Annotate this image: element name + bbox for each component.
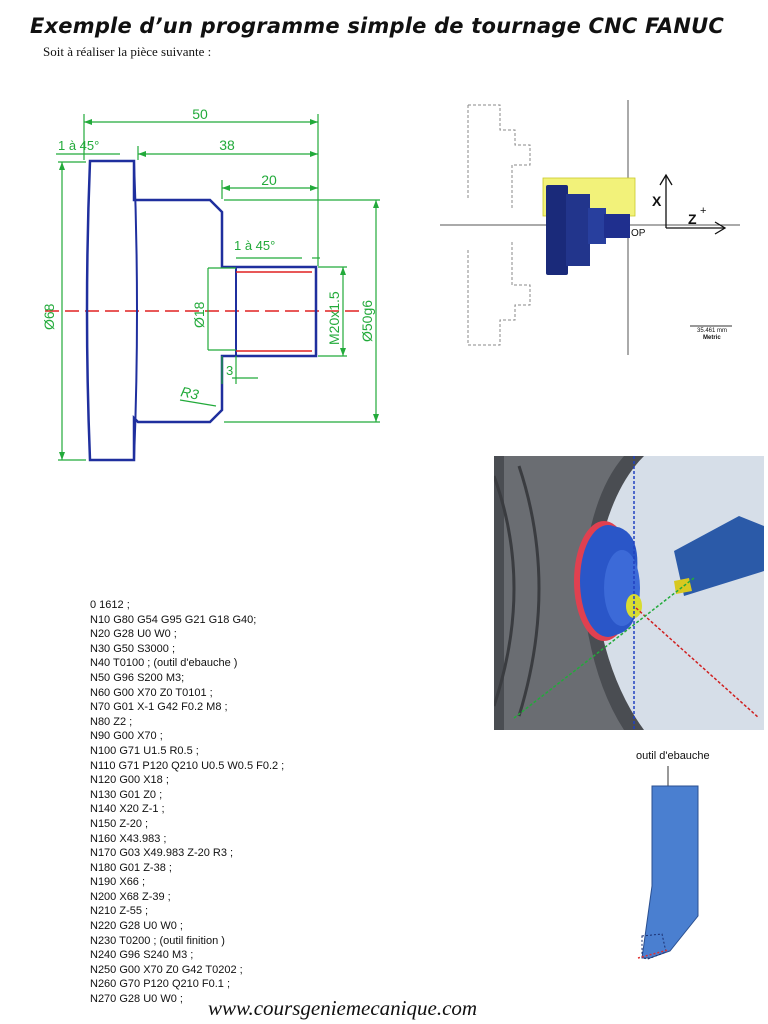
machined-part: [574, 521, 642, 641]
program-line: N260 G70 P120 Q210 F0.1 ;: [90, 978, 231, 991]
program-line: N130 G01 Z0 ;: [90, 788, 163, 801]
program-line: N60 G00 X70 Z0 T0101 ;: [90, 686, 213, 699]
origin-label: OP: [631, 228, 646, 239]
dim-dia18: Ø18: [191, 301, 207, 328]
sim-part: [546, 185, 630, 275]
program-line: N20 G28 U0 W0 ;: [90, 628, 177, 641]
part-outline: [85, 159, 318, 462]
dim-20: 20: [261, 172, 277, 188]
program-line: N210 Z-55 ;: [90, 905, 149, 918]
program-line: N10 G80 G54 G95 G21 G18 G40;: [90, 613, 257, 626]
dim-3: 3: [226, 363, 233, 378]
program-line: N200 X68 Z-39 ;: [90, 890, 171, 903]
chuck-jaws: [467, 104, 531, 346]
axis-z-label: Z: [688, 211, 697, 227]
tool-holder: [674, 516, 764, 596]
dimension-lines: [56, 114, 380, 461]
roughing-tool-drawing: [637, 766, 699, 960]
scale-value: 35.461 mm: [697, 328, 727, 334]
program-line: N250 G00 X70 Z0 G42 T0202 ;: [90, 963, 243, 976]
cam-simulation-view: X Z + OP 35.461 mm Metric: [440, 100, 740, 355]
axis-x-line: [513, 577, 695, 719]
dim-38: 38: [219, 137, 235, 153]
dim-r3: R3: [179, 383, 200, 402]
program-line: N80 Z2 ;: [90, 715, 133, 728]
program-line: N220 G28 U0 W0 ;: [90, 920, 183, 933]
dim-chamfer-top: 1 à 45°: [58, 138, 99, 153]
program-line: N120 G00 X18 ;: [90, 774, 169, 787]
dimension-arrows: [59, 119, 379, 460]
footer-url: www.coursgeniemecanique.com: [208, 996, 478, 1020]
roughing-tool-label: outil d'ebauche: [636, 750, 710, 762]
axis-x-label: X: [652, 193, 662, 209]
program-line: N140 X20 Z-1 ;: [90, 803, 165, 816]
program-line: N110 G71 P120 Q210 U0.5 W0.5 F0.2 ;: [90, 759, 285, 772]
machining-3d-render: [494, 456, 764, 730]
program-line: N170 G03 X49.983 Z-20 R3 ;: [90, 847, 234, 860]
program-line: N270 G28 U0 W0 ;: [90, 993, 183, 1006]
program-line: N30 G50 S3000 ;: [90, 642, 176, 655]
program-line: N160 X43.983 ;: [90, 832, 167, 845]
dim-m20: M20x1.5: [326, 291, 342, 345]
part-drawing: 50 38 20 1 à 45° 1 à 45° Ø68 Ø18 M20x1.5…: [41, 106, 380, 462]
axis-arrows: [659, 173, 727, 235]
program-line: N180 G01 Z-38 ;: [90, 861, 172, 874]
cnc-program-listing: 0 1612 ; N10 G80 G54 G95 G21 G18 G40; N20 …: [90, 598, 284, 1007]
dim-dia50: Ø50g6: [359, 300, 375, 342]
page-subtitle: Soit à réaliser la pièce suivante :: [43, 44, 212, 59]
page-title: Exemple d’un programme simple de tournag…: [30, 14, 724, 38]
program-line: N190 X66 ;: [90, 876, 146, 889]
program-line: N50 G96 S200 M3;: [90, 671, 185, 684]
dim-chamfer-thread: 1 à 45°: [234, 238, 275, 253]
dim-dia68: Ø68: [41, 303, 57, 330]
chuck-body: [494, 456, 644, 730]
program-line: N90 G00 X70 ;: [90, 730, 163, 743]
scale-unit: Metric: [703, 335, 721, 341]
program-line: 0 1612 ;: [90, 599, 130, 611]
program-line: N100 G71 U1.5 R0.5 ;: [90, 744, 199, 757]
dim-50: 50: [192, 106, 208, 122]
axis-z-line: [635, 607, 760, 719]
program-line: N230 T0200 ; (outil finition ): [90, 934, 225, 947]
program-line: N240 G96 S240 M3 ;: [90, 949, 194, 962]
program-line: N70 G01 X-1 G42 F0.2 M8 ;: [90, 701, 228, 714]
flange-edge: [133, 160, 138, 461]
program-line: N150 Z-20 ;: [90, 817, 149, 830]
axis-z-plus: +: [700, 205, 706, 217]
program-line: N40 T0100 ; (outil d'ebauche ): [90, 657, 238, 670]
